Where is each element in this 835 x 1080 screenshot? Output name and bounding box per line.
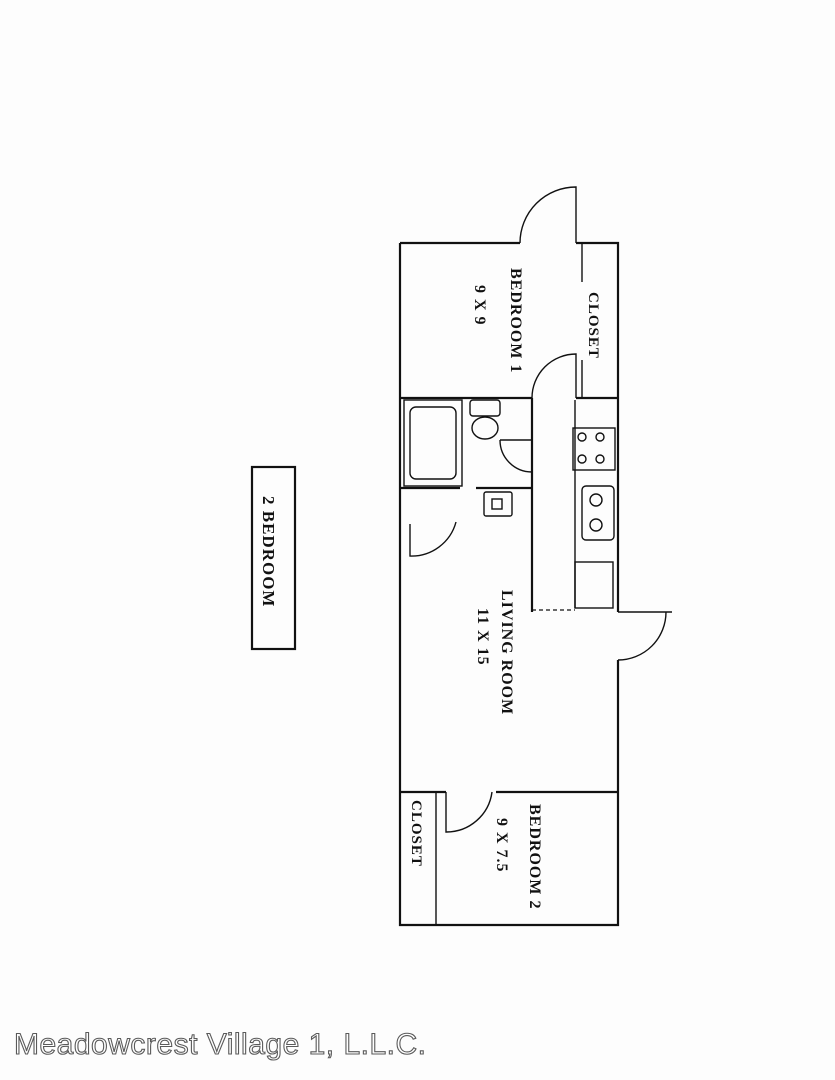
bedroom-1-door — [531, 353, 577, 399]
room-size-living: 11 X 15 — [474, 608, 491, 666]
room-label-living: LIVING ROOM — [498, 590, 515, 715]
entry-door — [519, 186, 577, 244]
kitchen — [532, 400, 616, 611]
closet-2-label: CLOSET — [408, 800, 424, 867]
living-door — [409, 521, 457, 557]
room-size-bedroom-1: 9 X 9 — [471, 285, 488, 326]
plan-title: 2 BEDROOM — [259, 496, 278, 607]
room-size-bedroom-2: 9 X 7.5 — [493, 818, 510, 873]
watermark: Meadowcrest Village 1, L.L.C. — [13, 1027, 427, 1061]
bedroom-2-walls — [400, 790, 618, 925]
bedroom-2-door — [445, 791, 493, 833]
bath-door — [499, 439, 533, 473]
bathroom — [400, 398, 534, 612]
closet-1-label: CLOSET — [585, 292, 601, 359]
patio-door — [617, 611, 672, 661]
room-label-bedroom-2: BEDROOM 2 — [526, 804, 543, 909]
doors — [409, 186, 672, 833]
title-box — [250, 465, 297, 651]
room-label-bedroom-1: BEDROOM 1 — [507, 268, 524, 373]
